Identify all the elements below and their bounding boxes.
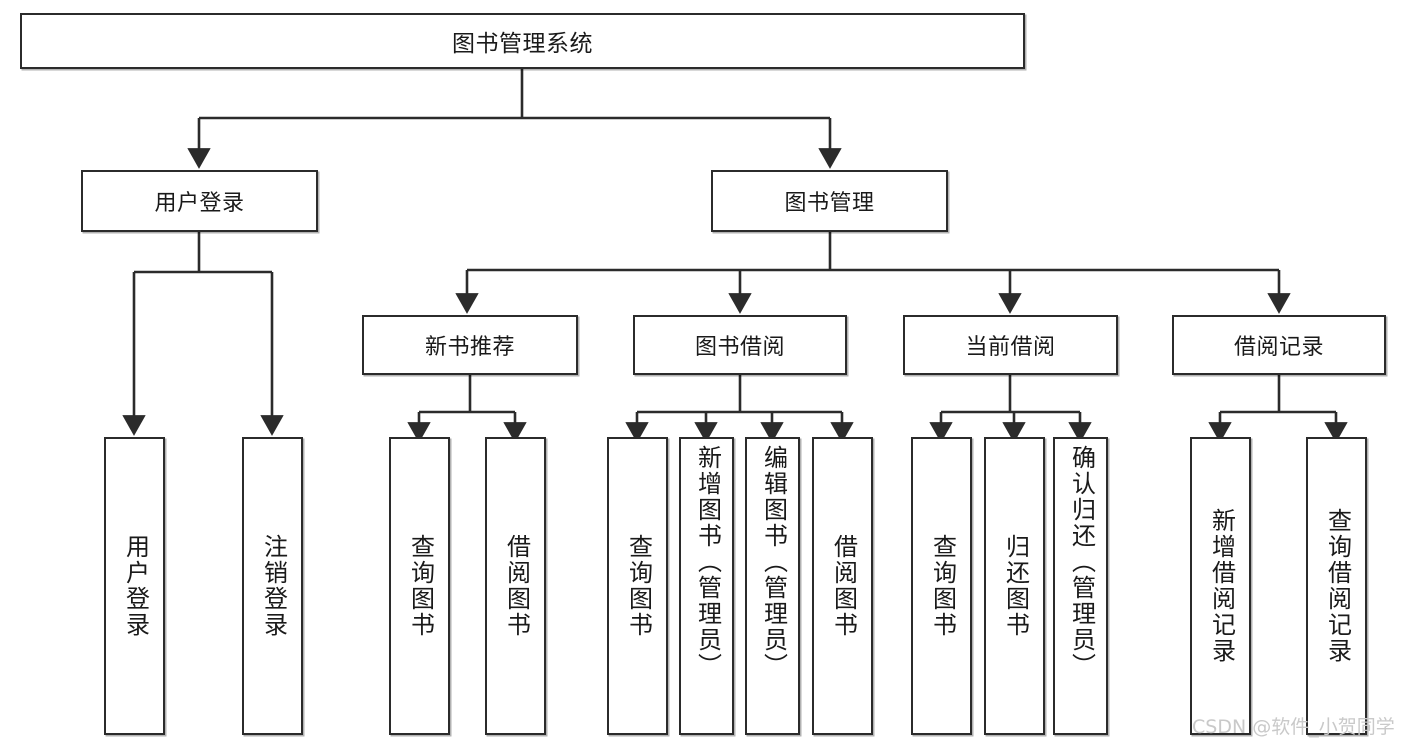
node-leaf-user-logout[interactable]: 注销登录 bbox=[242, 437, 303, 735]
node-label-leaf-query-book-2: 查询图书 bbox=[624, 534, 653, 638]
csdn-watermark: CSDN @软件_小贺同学 bbox=[1192, 716, 1395, 738]
node-leaf-borrow-book-2[interactable]: 借阅图书 bbox=[812, 437, 873, 735]
node-leaf-confirm-return[interactable]: 确认归还（管理员） bbox=[1053, 437, 1108, 735]
node-new-book-rec[interactable]: 新书推荐 bbox=[362, 315, 578, 375]
node-leaf-user-login[interactable]: 用户登录 bbox=[104, 437, 165, 735]
node-root[interactable]: 图书管理系统 bbox=[20, 13, 1025, 69]
node-label-root: 图书管理系统 bbox=[452, 31, 593, 57]
node-label-leaf-add-book: 新增图书（管理员） bbox=[693, 445, 722, 679]
node-label-leaf-user-logout: 注销登录 bbox=[259, 534, 288, 638]
node-leaf-add-record[interactable]: 新增借阅记录 bbox=[1190, 437, 1251, 735]
node-leaf-edit-book[interactable]: 编辑图书（管理员） bbox=[745, 437, 800, 735]
node-label-current-borrow: 当前借阅 bbox=[965, 335, 1056, 360]
node-borrow-record[interactable]: 借阅记录 bbox=[1172, 315, 1386, 375]
node-label-book-borrow: 图书借阅 bbox=[694, 335, 785, 360]
node-leaf-query-book-1[interactable]: 查询图书 bbox=[389, 437, 450, 735]
node-label-book-admin: 图书管理 bbox=[784, 191, 875, 216]
node-label-leaf-return-book: 归还图书 bbox=[1001, 534, 1030, 638]
node-label-leaf-edit-book: 编辑图书（管理员） bbox=[759, 445, 788, 679]
node-label-borrow-record: 借阅记录 bbox=[1233, 335, 1324, 360]
node-book-borrow[interactable]: 图书借阅 bbox=[633, 315, 847, 375]
node-label-leaf-add-record: 新增借阅记录 bbox=[1207, 508, 1236, 664]
node-leaf-add-book[interactable]: 新增图书（管理员） bbox=[679, 437, 734, 735]
node-user-login[interactable]: 用户登录 bbox=[81, 170, 318, 232]
node-label-leaf-borrow-book-2: 借阅图书 bbox=[829, 534, 858, 638]
node-label-leaf-borrow-book-1: 借阅图书 bbox=[502, 534, 531, 638]
node-label-user-login: 用户登录 bbox=[154, 191, 245, 216]
node-leaf-borrow-book-1[interactable]: 借阅图书 bbox=[485, 437, 546, 735]
node-label-new-book-rec: 新书推荐 bbox=[424, 335, 515, 360]
node-label-leaf-query-book-1: 查询图书 bbox=[406, 534, 435, 638]
node-leaf-query-book-2[interactable]: 查询图书 bbox=[607, 437, 668, 735]
node-label-leaf-confirm-return: 确认归还（管理员） bbox=[1067, 445, 1096, 679]
node-leaf-query-record[interactable]: 查询借阅记录 bbox=[1306, 437, 1367, 735]
node-label-leaf-user-login: 用户登录 bbox=[121, 534, 150, 638]
node-label-leaf-query-book-3: 查询图书 bbox=[928, 534, 957, 638]
node-book-admin[interactable]: 图书管理 bbox=[711, 170, 948, 232]
node-label-leaf-query-record: 查询借阅记录 bbox=[1323, 508, 1352, 664]
node-current-borrow[interactable]: 当前借阅 bbox=[903, 315, 1118, 375]
node-leaf-return-book[interactable]: 归还图书 bbox=[984, 437, 1045, 735]
node-leaf-query-book-3[interactable]: 查询图书 bbox=[911, 437, 972, 735]
